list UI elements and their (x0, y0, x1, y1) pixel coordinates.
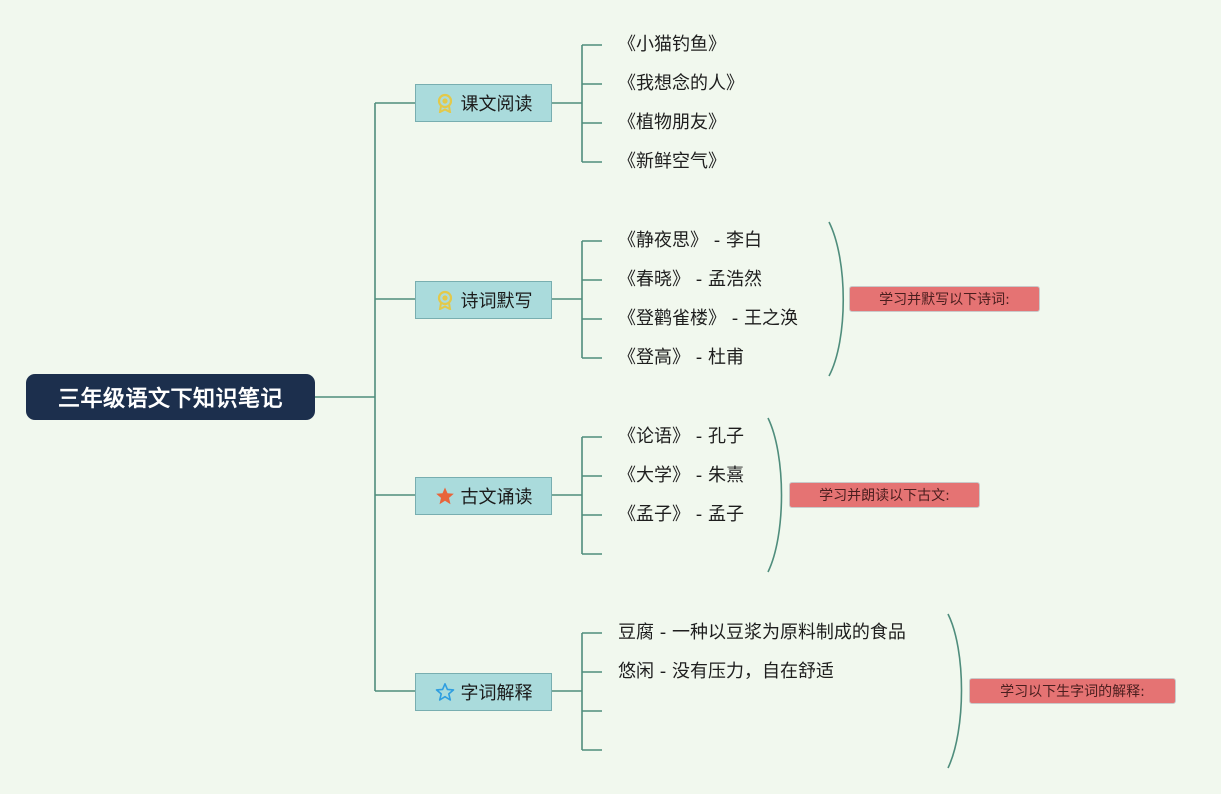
summary-bracket (947, 613, 963, 769)
topic-node-poetry[interactable]: 诗词默写 (415, 281, 552, 319)
summary-bracket (828, 221, 844, 377)
leaf-item[interactable]: 《登高》 - 杜甫 (618, 347, 744, 368)
leaf-item[interactable]: 《我想念的人》 (618, 73, 744, 94)
leaf-item[interactable]: 《登鹳雀楼》 - 王之涣 (618, 308, 798, 329)
root-node[interactable]: 三年级语文下知识笔记 (26, 374, 315, 420)
leaf-item[interactable]: 《小猫钓鱼》 (618, 34, 726, 55)
leaf-item[interactable]: 《植物朋友》 (618, 112, 726, 133)
medal-icon (435, 93, 455, 113)
medal-icon (435, 290, 455, 310)
topic-label: 诗词默写 (460, 291, 533, 312)
summary-note[interactable]: 学习并朗读以下古文: (789, 482, 980, 508)
leaf-item[interactable]: 《春晓》 - 孟浩然 (618, 269, 762, 290)
topic-node-vocabulary[interactable]: 字词解释 (415, 673, 552, 711)
leaf-item[interactable]: 《新鲜空气》 (618, 151, 726, 172)
topic-label: 字词解释 (460, 683, 533, 704)
summary-bracket (767, 417, 783, 573)
leaf-item[interactable]: 《论语》 - 孔子 (618, 426, 744, 447)
leaf-item[interactable]: 豆腐 - 一种以豆浆为原料制成的食品 (618, 622, 906, 643)
summary-note[interactable]: 学习以下生字词的解释: (969, 678, 1176, 704)
topic-node-classics[interactable]: 古文诵读 (415, 477, 552, 515)
star-filled-icon (435, 486, 455, 506)
topic-label: 古文诵读 (460, 487, 533, 508)
topic-label: 课文阅读 (460, 94, 533, 115)
star-outline-icon (435, 682, 455, 702)
topic-node-reading[interactable]: 课文阅读 (415, 84, 552, 122)
leaf-item[interactable]: 《静夜思》 - 李白 (618, 230, 762, 251)
root-label: 三年级语文下知识笔记 (57, 387, 283, 412)
summary-note[interactable]: 学习并默写以下诗词: (849, 286, 1040, 312)
leaf-item[interactable]: 悠闲 - 没有压力，自在舒适 (618, 661, 834, 682)
leaf-item[interactable]: 《孟子》 - 孟子 (618, 504, 744, 525)
leaf-item[interactable]: 《大学》 - 朱熹 (618, 465, 744, 486)
